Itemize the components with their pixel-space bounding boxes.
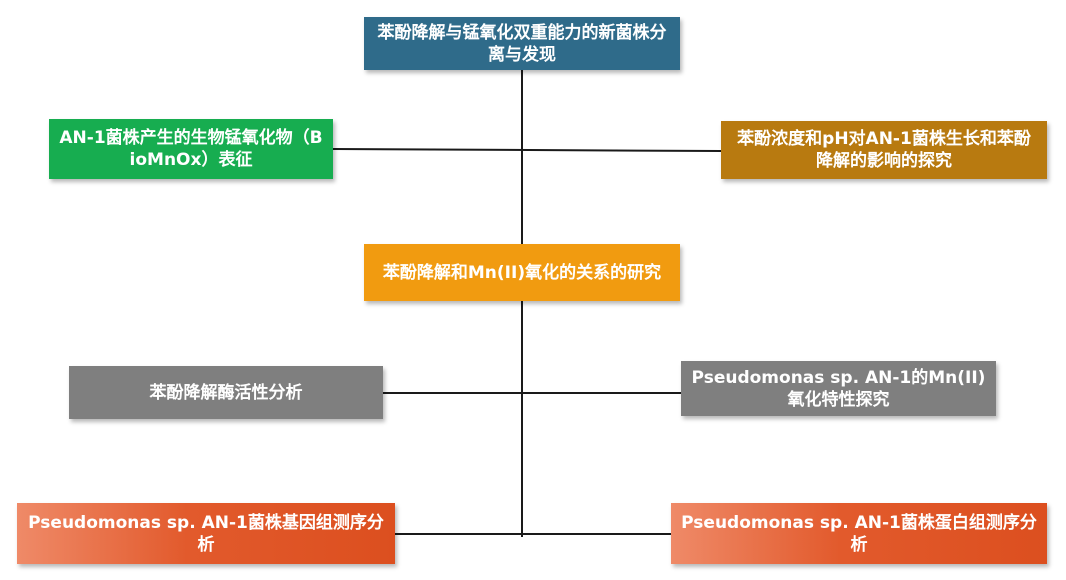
node-mn-oxidation-characteristics: Pseudomonas sp. AN-1的Mn(II)氧化特性探究 xyxy=(681,361,996,416)
node-genome-sequencing: Pseudomonas sp. AN-1菌株基因组测序分析 xyxy=(17,503,395,564)
node-right-2-label: Pseudomonas sp. AN-1的Mn(II)氧化特性探究 xyxy=(691,367,986,410)
connector-row-4 xyxy=(395,533,671,535)
node-right-1-label: 苯酚浓度和pH对AN-1菌株生长和苯酚降解的影响的探究 xyxy=(737,129,1031,171)
node-biomnox-characterization: AN-1菌株产生的生物锰氧化物（BioMnOx）表征 xyxy=(49,119,333,179)
node-enzyme-activity: 苯酚降解酶活性分析 xyxy=(69,366,383,419)
connector-row-3 xyxy=(383,392,681,394)
node-center-label: 苯酚降解和Mn(II)氧化的关系的研究 xyxy=(382,262,662,283)
node-phenol-mn-relationship: 苯酚降解和Mn(II)氧化的关系的研究 xyxy=(364,244,680,301)
vertical-connector xyxy=(521,70,523,537)
node-top-label: 苯酚降解与锰氧化双重能力的新菌株分离与发现 xyxy=(377,22,667,65)
node-right-3-label: Pseudomonas sp. AN-1菌株蛋白组测序分析 xyxy=(681,512,1037,555)
node-top-isolation: 苯酚降解与锰氧化双重能力的新菌株分离与发现 xyxy=(364,17,680,70)
node-left-3-label: Pseudomonas sp. AN-1菌株基因组测序分析 xyxy=(28,512,384,555)
node-phenol-ph-effect: 苯酚浓度和pH对AN-1菌株生长和苯酚降解的影响的探究 xyxy=(721,121,1047,179)
connector-row-1 xyxy=(332,148,721,153)
node-left-1-label: AN-1菌株产生的生物锰氧化物（BioMnOx）表征 xyxy=(59,128,323,170)
node-left-2-label: 苯酚降解酶活性分析 xyxy=(149,382,303,403)
node-proteome-sequencing: Pseudomonas sp. AN-1菌株蛋白组测序分析 xyxy=(671,503,1047,564)
